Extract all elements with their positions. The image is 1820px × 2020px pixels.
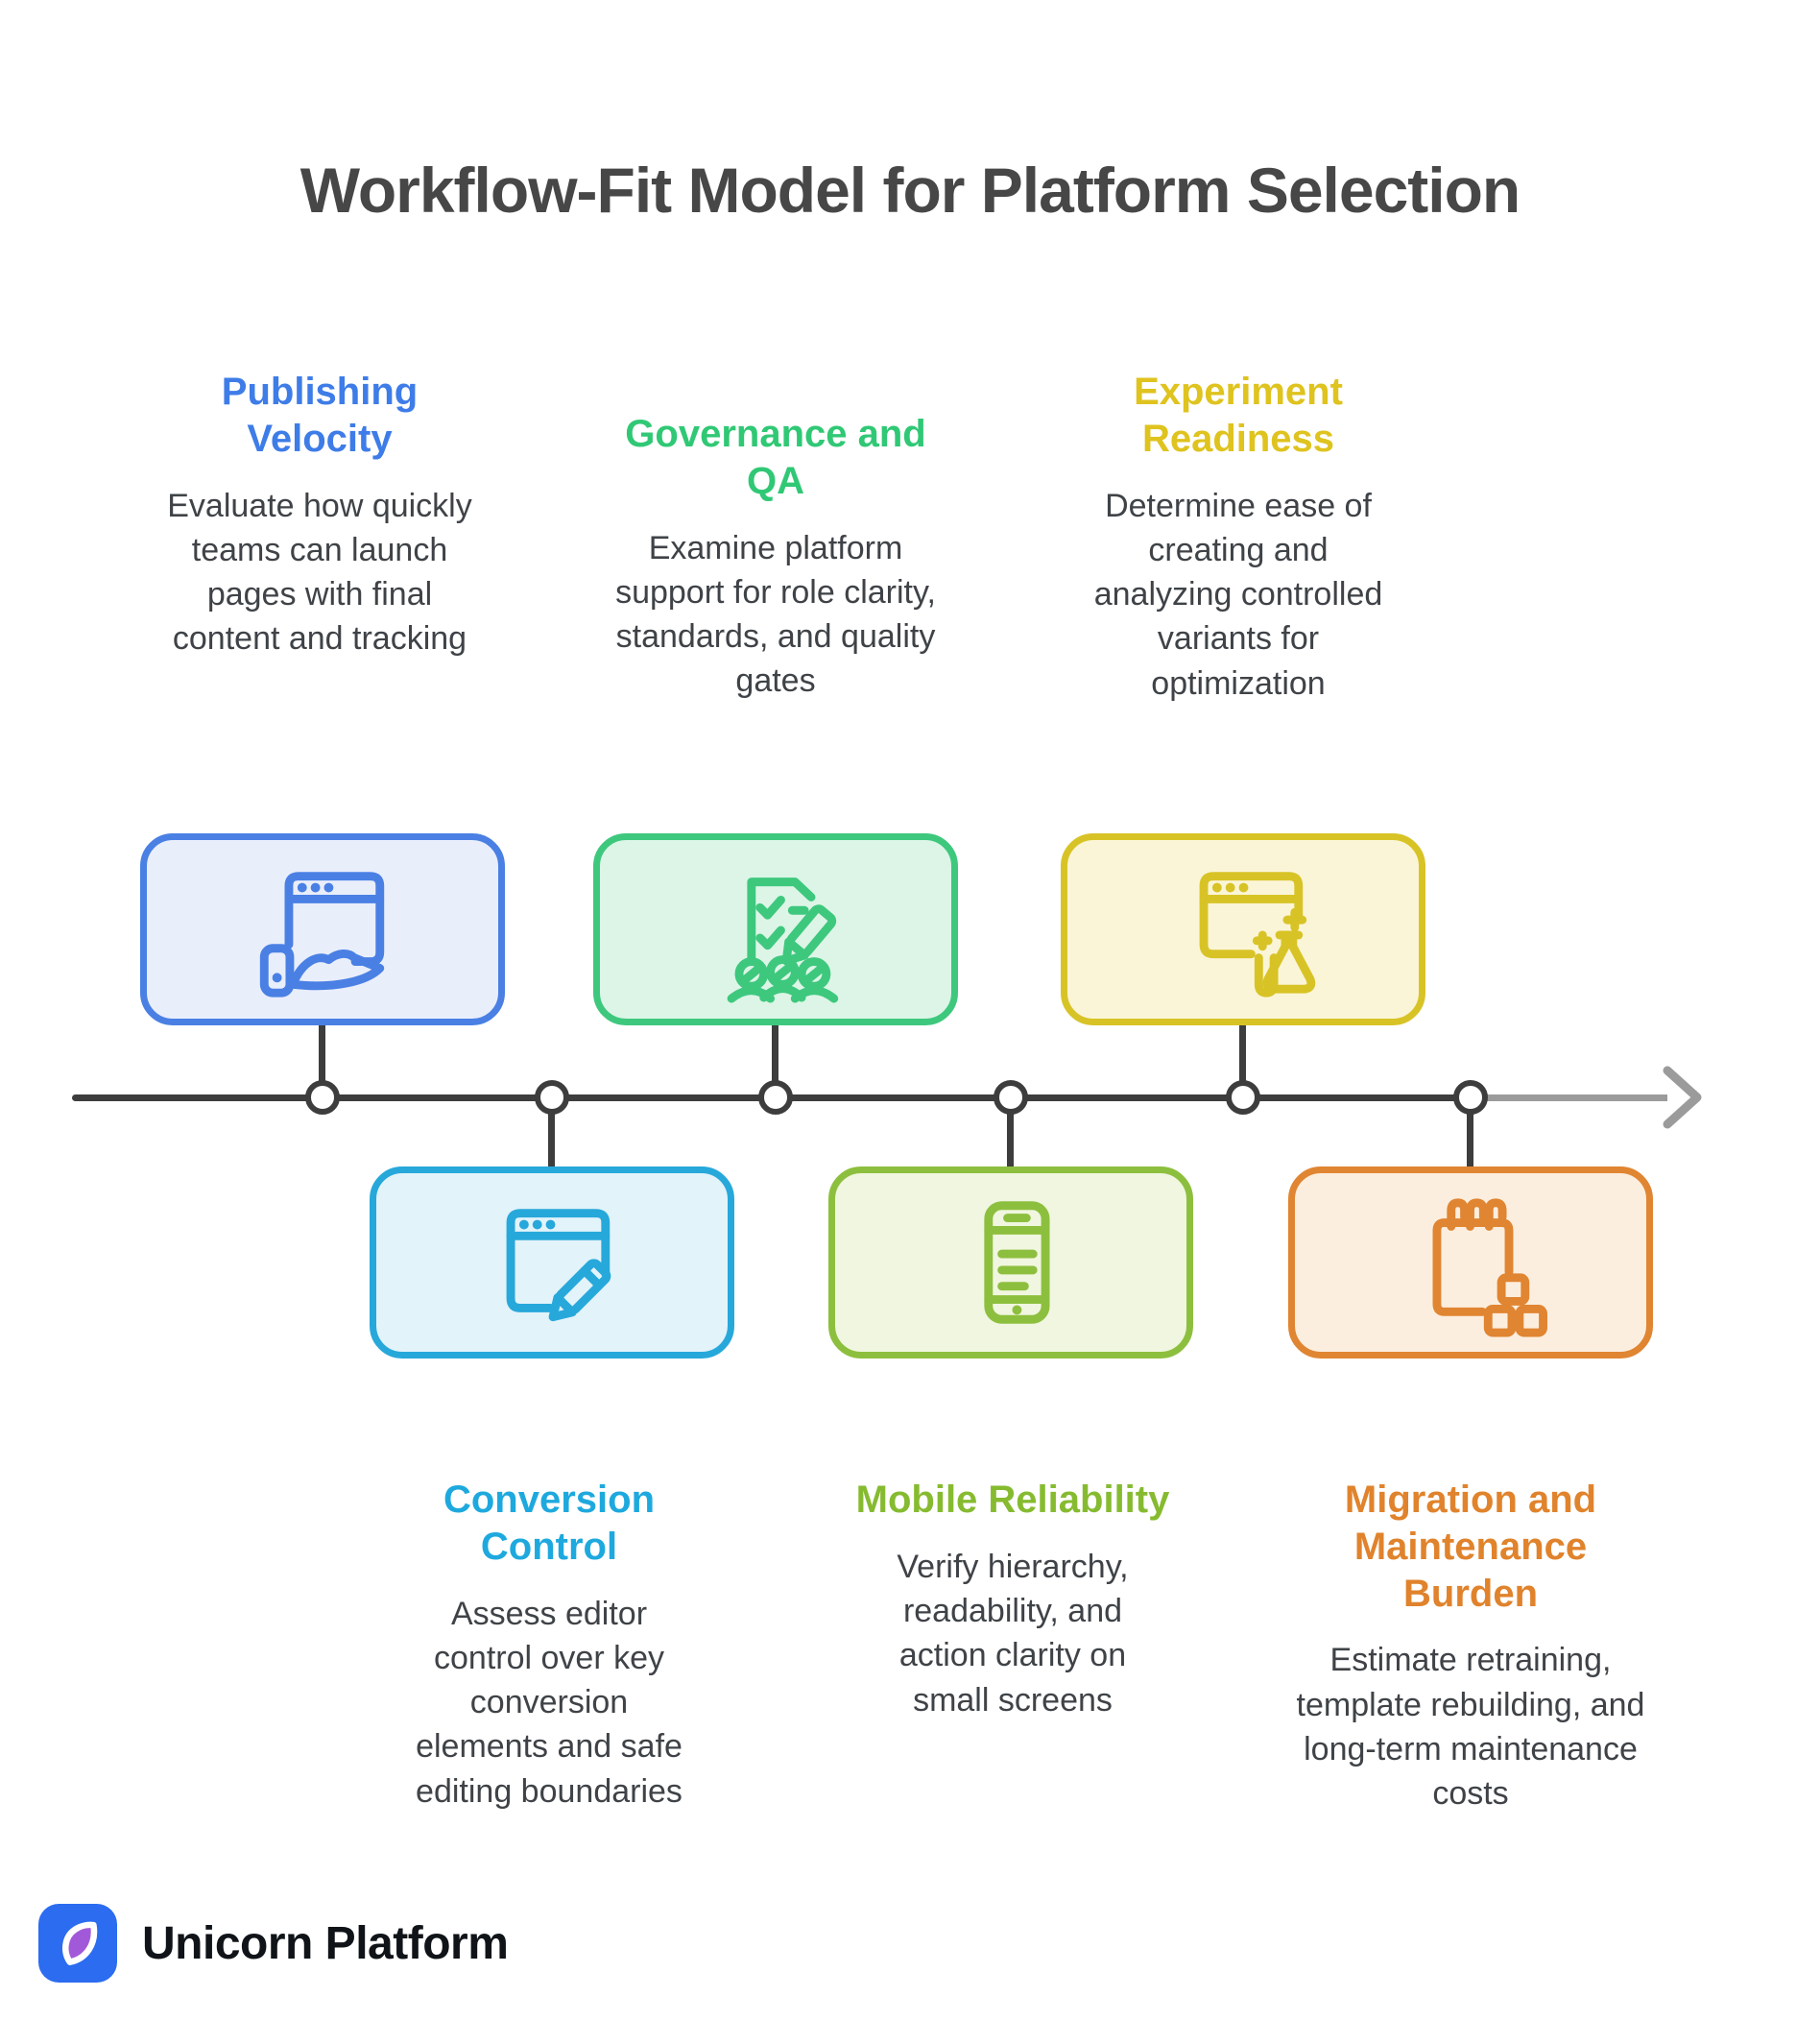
brand-footer: Unicorn Platform xyxy=(38,1904,509,1983)
timeline-arrowhead-icon xyxy=(1663,1066,1702,1129)
timeline-tail xyxy=(1475,1094,1667,1101)
timeline-node-3 xyxy=(758,1080,793,1115)
connector-governance-qa xyxy=(772,1020,778,1098)
milestone-publishing-velocity-text: Publishing Velocity Evaluate how quickly… xyxy=(156,369,483,661)
milestone-description: Verify hierarchy, readability, and actio… xyxy=(897,1548,1129,1719)
timeline-node-4 xyxy=(994,1080,1028,1115)
milestone-description: Estimate retraining, template rebuilding… xyxy=(1296,1642,1645,1813)
milestone-mobile-reliability-text: Mobile Reliability Verify hierarchy, rea… xyxy=(821,1477,1205,1722)
timeline-node-6 xyxy=(1453,1080,1488,1115)
milestone-description: Evaluate how quickly teams can launch pa… xyxy=(167,487,472,658)
connector-migration-maintenance xyxy=(1467,1098,1473,1171)
milestone-heading: Publishing Velocity xyxy=(221,371,419,460)
milestone-governance-qa-text: Governance and QA Examine platform suppo… xyxy=(603,411,948,704)
milestone-conversion-control-text: Conversion Control Assess editor control… xyxy=(386,1477,712,1814)
timeline-node-1 xyxy=(305,1080,340,1115)
unicorn-petal-logo-icon xyxy=(38,1904,117,1983)
milestone-description: Assess editor control over key conversio… xyxy=(416,1595,682,1810)
browser-edit-pencil-icon xyxy=(506,1209,611,1322)
page-title: Workflow-Fit Model for Platform Selectio… xyxy=(299,155,1521,226)
timeline-node-2 xyxy=(535,1080,569,1115)
connector-experiment-readiness xyxy=(1239,1020,1246,1098)
milestone-card-experiment-readiness xyxy=(1061,833,1425,1025)
browser-flask-experiment-icon xyxy=(1199,872,1315,998)
milestone-card-publishing-velocity xyxy=(140,833,505,1025)
connector-conversion-control xyxy=(548,1098,555,1171)
milestone-heading: Mobile Reliability xyxy=(855,1479,1170,1521)
browser-launch-hand-icon xyxy=(259,872,384,998)
milestone-heading: Experiment Readiness xyxy=(1134,371,1343,460)
milestone-experiment-readiness-text: Experiment Readiness Determine ease of c… xyxy=(1070,369,1406,706)
connector-mobile-reliability xyxy=(1007,1098,1014,1171)
milestone-card-conversion-control xyxy=(370,1166,734,1359)
milestone-card-mobile-reliability xyxy=(828,1166,1193,1359)
brand-name: Unicorn Platform xyxy=(142,1917,509,1969)
milestone-migration-maintenance-text: Migration and Maintenance Burden Estimat… xyxy=(1283,1477,1658,1816)
checklist-pencil-team-icon xyxy=(727,878,838,1003)
milestone-card-governance-qa xyxy=(593,833,958,1025)
milestone-heading: Governance and QA xyxy=(625,413,926,502)
notepad-blocks-icon xyxy=(1432,1198,1547,1337)
milestone-card-migration-maintenance xyxy=(1288,1166,1653,1359)
smartphone-icon xyxy=(983,1201,1049,1324)
milestone-description: Examine platform support for role clarit… xyxy=(615,529,936,700)
milestone-description: Determine ease of creating and analyzing… xyxy=(1093,487,1383,702)
milestone-heading: Migration and Maintenance Burden xyxy=(1344,1479,1597,1615)
timeline-node-5 xyxy=(1226,1080,1260,1115)
milestone-heading: Conversion Control xyxy=(443,1479,656,1568)
connector-publishing-velocity xyxy=(319,1020,325,1098)
